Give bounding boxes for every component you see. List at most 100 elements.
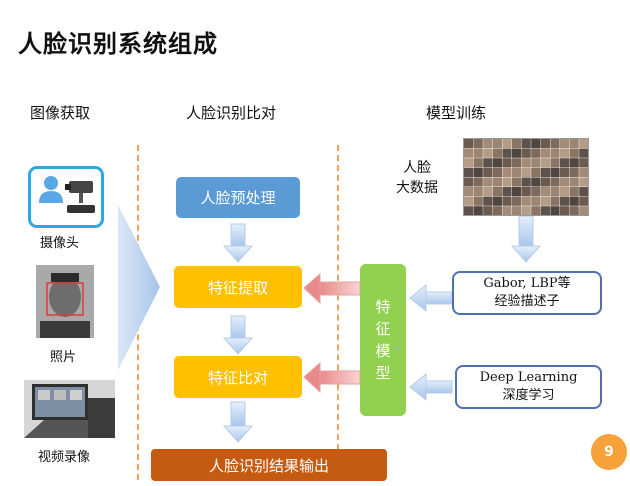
column-header-train: 模型训练 <box>426 104 487 122</box>
mosaic-tile <box>464 206 474 215</box>
photo-label: 照片 <box>50 350 77 365</box>
mosaic-tile <box>579 177 588 187</box>
preprocess-box: 人脸预处理 <box>176 177 300 218</box>
deep-line1: Deep Learning <box>479 370 578 385</box>
deep-learning-box: Deep Learning 深度学习 <box>455 365 602 409</box>
divider-right <box>337 145 339 480</box>
mosaic-tile <box>540 177 550 187</box>
descriptor-line2: 经验描述子 <box>494 294 560 309</box>
mosaic-tile <box>531 187 541 197</box>
mosaic-tile <box>512 158 522 168</box>
mosaic-tile <box>492 158 502 168</box>
mosaic-tile <box>560 167 570 177</box>
mosaic-tile <box>531 139 541 149</box>
camera-label: 摄像头 <box>40 236 80 251</box>
mosaic-tile <box>502 139 512 149</box>
mosaic-tile <box>550 206 560 215</box>
mosaic-tile <box>550 139 560 149</box>
mosaic-tile <box>464 139 474 149</box>
arrow-match-to-output <box>222 401 254 443</box>
mosaic-tile <box>473 167 483 177</box>
camera-icon <box>39 176 95 213</box>
mosaic-tile <box>560 187 570 197</box>
mosaic-tile <box>492 167 502 177</box>
mosaic-tile <box>492 187 502 197</box>
mosaic-tile <box>579 196 588 206</box>
face-photo <box>36 265 94 338</box>
mosaic-tile <box>464 196 474 206</box>
mosaic-tile <box>521 177 531 187</box>
mosaic-tile <box>540 167 550 177</box>
big-data-line1: 人脸 <box>403 160 431 176</box>
mosaic-tile <box>483 206 493 215</box>
mosaic-tile <box>521 187 531 197</box>
descriptor-line1: Gabor, LBP等 <box>483 276 571 291</box>
mosaic-tile <box>540 148 550 158</box>
mosaic-tile <box>540 206 550 215</box>
mosaic-tile <box>560 158 570 168</box>
model-char: 模 <box>375 342 391 360</box>
mosaic-tile <box>521 167 531 177</box>
mosaic-tile <box>569 167 579 177</box>
column-header-acquire: 图像获取 <box>30 104 91 122</box>
mosaic-tile <box>492 206 502 215</box>
mosaic-tile <box>502 148 512 158</box>
mosaic-tile <box>550 177 560 187</box>
big-data-line2: 大数据 <box>396 180 438 196</box>
mosaic-tile <box>550 167 560 177</box>
mosaic-tile <box>540 187 550 197</box>
mosaic-tile <box>473 139 483 149</box>
column-header-compare: 人脸识别比对 <box>186 104 277 122</box>
mosaic-tile <box>464 167 474 177</box>
face-mosaic-image <box>463 138 589 216</box>
big-data-label: 人脸 大数据 <box>396 158 438 198</box>
mosaic-tile <box>483 177 493 187</box>
mosaic-tile <box>464 177 474 187</box>
mosaic-tile <box>579 148 588 158</box>
mosaic-tile <box>492 196 502 206</box>
feature-match-box: 特征比对 <box>174 356 302 398</box>
mosaic-tile <box>550 148 560 158</box>
mosaic-tile <box>531 158 541 168</box>
mosaic-tile <box>569 187 579 197</box>
mosaic-tile <box>473 177 483 187</box>
mosaic-tile <box>521 139 531 149</box>
mosaic-tile <box>473 206 483 215</box>
mosaic-tile <box>502 167 512 177</box>
mosaic-tile <box>531 196 541 206</box>
mosaic-tile <box>502 158 512 168</box>
arrow-model-to-extract <box>303 272 361 305</box>
page-title: 人脸识别系统组成 <box>18 30 218 58</box>
arrow-bigdata-to-descriptors <box>510 215 542 263</box>
mosaic-tile <box>483 139 493 149</box>
mosaic-tile <box>492 148 502 158</box>
arrow-preprocess-to-extract <box>222 223 254 263</box>
mosaic-tile <box>531 167 541 177</box>
mosaic-tile <box>540 158 550 168</box>
model-char: 型 <box>375 364 391 382</box>
mosaic-tile <box>521 206 531 215</box>
mosaic-tile <box>579 206 588 215</box>
mosaic-tile <box>512 139 522 149</box>
mosaic-tile <box>569 206 579 215</box>
model-char: 特 <box>375 298 391 316</box>
mosaic-tile <box>560 148 570 158</box>
descriptor-box: Gabor, LBP等 经验描述子 <box>452 271 602 315</box>
mosaic-tile <box>483 187 493 197</box>
mosaic-tile <box>521 158 531 168</box>
mosaic-tile <box>492 177 502 187</box>
result-output-box: 人脸识别结果输出 <box>151 449 387 481</box>
mosaic-tile <box>483 148 493 158</box>
mosaic-tile <box>579 139 588 149</box>
mosaic-tile <box>483 196 493 206</box>
deep-line2: 深度学习 <box>502 388 555 403</box>
mosaic-tile <box>502 177 512 187</box>
page-number-badge: 9 <box>591 434 627 470</box>
arrow-deep-to-model <box>409 372 453 402</box>
mosaic-tile <box>560 196 570 206</box>
mosaic-tile <box>512 148 522 158</box>
mosaic-tile <box>473 158 483 168</box>
mosaic-tile <box>550 158 560 168</box>
mosaic-tile <box>531 177 541 187</box>
